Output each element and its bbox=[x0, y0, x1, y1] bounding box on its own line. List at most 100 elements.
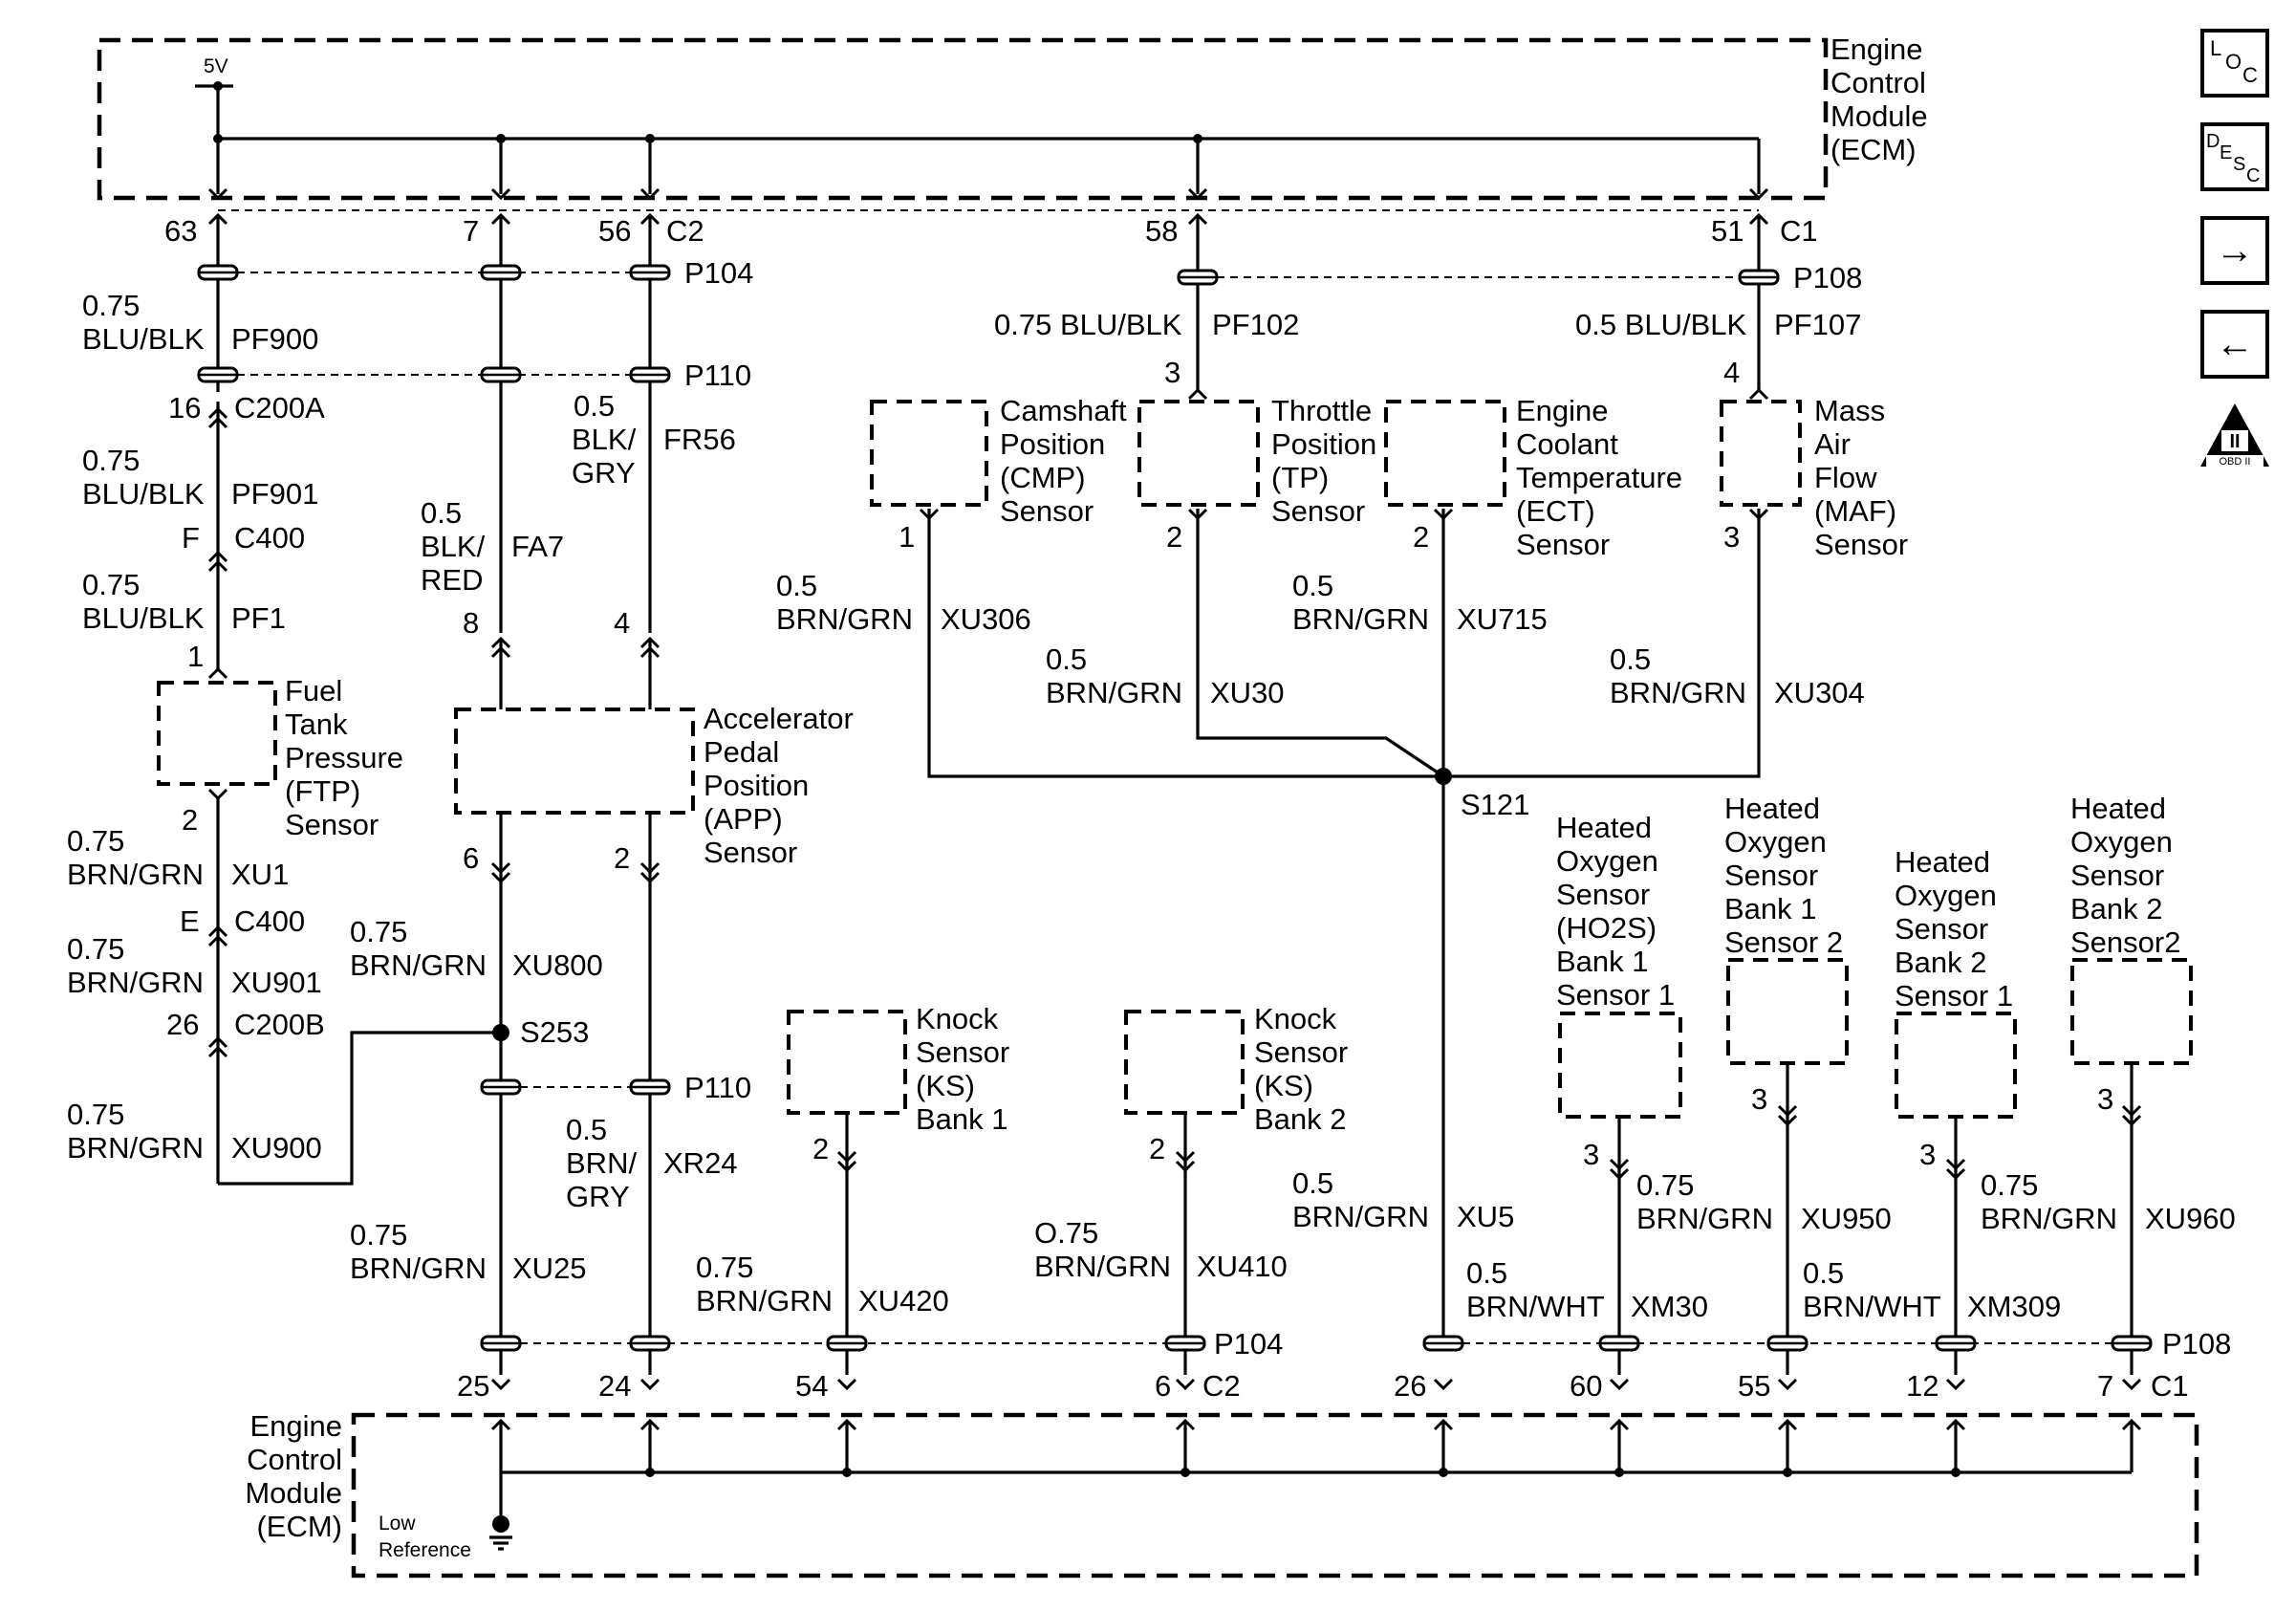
ect-sensor-label: Engine Coolant Temperature (ECT) Sensor bbox=[1516, 394, 1682, 561]
svg-text:C: C bbox=[2242, 63, 2258, 87]
next-page-button[interactable]: → bbox=[2200, 216, 2269, 285]
svg-text:BLU/BLK: BLU/BLK bbox=[82, 601, 205, 635]
arrow-left-icon: ← bbox=[2216, 322, 2254, 365]
connector-c400: C400 bbox=[234, 521, 305, 555]
connector-c1-bot: C1 bbox=[2151, 1369, 2189, 1403]
connector-c1-top: C1 bbox=[1780, 214, 1818, 248]
svg-text:Bank 1: Bank 1 bbox=[1724, 892, 1817, 925]
svg-text:0.5: 0.5 bbox=[1610, 642, 1651, 676]
app-sensor-label: Accelerator Pedal Position (APP) Sensor bbox=[704, 702, 854, 869]
svg-text:0.75: 0.75 bbox=[350, 915, 407, 948]
low-reference-label: Low Reference bbox=[379, 1513, 471, 1561]
loc-button[interactable]: L O C bbox=[2200, 29, 2269, 98]
ecm-top-label: Engine Control Module (ECM) bbox=[1830, 33, 1928, 166]
svg-text:0.5: 0.5 bbox=[1292, 1166, 1333, 1200]
obd-ii-icon: II OBD II bbox=[2200, 403, 2269, 468]
svg-text:2: 2 bbox=[1166, 520, 1182, 554]
maf-sensor-box bbox=[1720, 400, 1802, 507]
svg-text:(TP): (TP) bbox=[1271, 461, 1329, 494]
svg-text:Engine: Engine bbox=[1516, 394, 1609, 427]
pin-58: 58 bbox=[1145, 214, 1178, 248]
pin-7: 7 bbox=[463, 214, 479, 248]
svg-text:Pedal: Pedal bbox=[704, 735, 779, 769]
circuit-xu306: XU306 bbox=[941, 602, 1031, 636]
svg-text:0.5: 0.5 bbox=[566, 1113, 607, 1146]
svg-text:Pressure: Pressure bbox=[285, 741, 403, 774]
svg-text:2: 2 bbox=[812, 1132, 829, 1165]
svg-text:8: 8 bbox=[463, 606, 479, 640]
svg-text:26: 26 bbox=[166, 1008, 199, 1041]
ho2s-b2s1-label: Heated Oxygen Sensor Bank 2 Sensor 1 bbox=[1895, 845, 2013, 1012]
svg-text:BLU/BLK: BLU/BLK bbox=[82, 477, 205, 511]
connector-c200a: C200A bbox=[234, 391, 325, 425]
svg-text:Sensor: Sensor bbox=[1814, 528, 1908, 561]
svg-text:0.75: 0.75 bbox=[67, 1098, 124, 1131]
pin-56: 56 bbox=[598, 214, 631, 248]
svg-text:4: 4 bbox=[1723, 356, 1740, 389]
svg-text:0.5: 0.5 bbox=[1292, 569, 1333, 602]
svg-text:0.5: 0.5 bbox=[1803, 1256, 1844, 1290]
circuit-fa7: FA7 bbox=[511, 530, 564, 563]
circuit-xm309: XM309 bbox=[1967, 1290, 2061, 1323]
svg-text:0.75: 0.75 bbox=[67, 824, 124, 858]
svg-text:(APP): (APP) bbox=[704, 802, 783, 836]
svg-text:BRN/: BRN/ bbox=[566, 1146, 637, 1180]
circuit-xu901: XU901 bbox=[231, 966, 322, 999]
previous-page-button[interactable]: ← bbox=[2200, 310, 2269, 379]
svg-text:1: 1 bbox=[899, 520, 915, 554]
connector-p104-bot: P104 bbox=[1214, 1327, 1283, 1361]
circuit-fr56: FR56 bbox=[663, 423, 736, 456]
svg-text:12: 12 bbox=[1906, 1369, 1939, 1403]
svg-text:BRN/GRN: BRN/GRN bbox=[67, 858, 204, 891]
ho2s-b1s1-label: Heated Oxygen Sensor (HO2S) Bank 1 Senso… bbox=[1556, 811, 1675, 1012]
svg-text:3: 3 bbox=[1751, 1082, 1767, 1116]
svg-text:BRN/WHT: BRN/WHT bbox=[1803, 1290, 1941, 1323]
svg-text:0.75: 0.75 bbox=[82, 568, 140, 601]
svg-text:BRN/GRN: BRN/GRN bbox=[1636, 1202, 1773, 1235]
svg-text:Accelerator: Accelerator bbox=[704, 702, 854, 735]
svg-text:Fuel: Fuel bbox=[285, 674, 342, 708]
circuit-xu5: XU5 bbox=[1457, 1200, 1514, 1233]
svg-text:Temperature: Temperature bbox=[1516, 461, 1682, 494]
ho2s-b1s2-box bbox=[1726, 958, 1849, 1065]
circuit-xu950: XU950 bbox=[1801, 1202, 1892, 1235]
svg-text:0.75: 0.75 bbox=[67, 932, 124, 966]
svg-text:0.5 BLU/BLK: 0.5 BLU/BLK bbox=[1575, 308, 1747, 341]
svg-text:Oxygen: Oxygen bbox=[2070, 825, 2173, 859]
svg-text:E: E bbox=[180, 904, 200, 938]
ecm-bottom-label: Engine Control Module (ECM) bbox=[245, 1409, 342, 1543]
svg-text:Low: Low bbox=[379, 1513, 416, 1535]
circuit-xu304: XU304 bbox=[1774, 676, 1865, 709]
connector-p108-top: P108 bbox=[1793, 261, 1862, 294]
svg-text:Oxygen: Oxygen bbox=[1895, 879, 1997, 912]
arrow-right-icon: → bbox=[2216, 229, 2254, 272]
svg-text:RED: RED bbox=[421, 563, 483, 597]
obd-ii-button[interactable]: II OBD II bbox=[2197, 402, 2273, 474]
svg-text:0.5: 0.5 bbox=[1046, 642, 1087, 676]
desc-icon: D E S C bbox=[2206, 131, 2260, 186]
ftp-sensor-label: Fuel Tank Pressure (FTP) Sensor bbox=[285, 674, 403, 841]
svg-text:2: 2 bbox=[1149, 1132, 1165, 1165]
circuit-xu800: XU800 bbox=[512, 948, 603, 982]
svg-text:(KS): (KS) bbox=[1254, 1069, 1313, 1102]
connector-p108-bot: P108 bbox=[2162, 1327, 2231, 1361]
svg-text:Position: Position bbox=[704, 769, 809, 802]
svg-text:3: 3 bbox=[1723, 520, 1740, 554]
svg-text:Oxygen: Oxygen bbox=[1556, 844, 1658, 878]
svg-text:0.75 BLU/BLK: 0.75 BLU/BLK bbox=[994, 308, 1182, 341]
svg-text:0.5: 0.5 bbox=[574, 389, 615, 423]
svg-text:0.75: 0.75 bbox=[696, 1251, 753, 1284]
svg-text:OBD II: OBD II bbox=[2219, 456, 2250, 468]
ecm-top-box bbox=[97, 37, 1829, 201]
maf-sensor-label: Mass Air Flow (MAF) Sensor bbox=[1814, 394, 1908, 561]
desc-button[interactable]: D E S C bbox=[2200, 122, 2269, 191]
circuit-pf107: PF107 bbox=[1774, 308, 1861, 341]
svg-text:Sensor: Sensor bbox=[916, 1035, 1009, 1069]
svg-text:Heated: Heated bbox=[1556, 811, 1652, 844]
svg-text:0.75: 0.75 bbox=[82, 444, 140, 477]
svg-text:3: 3 bbox=[1164, 356, 1180, 389]
svg-text:Mass: Mass bbox=[1814, 394, 1885, 427]
splice-s121: S121 bbox=[1461, 788, 1529, 821]
svg-text:BRN/GRN: BRN/GRN bbox=[1292, 1200, 1429, 1233]
ho2s-b2s2-box bbox=[2070, 958, 2193, 1065]
